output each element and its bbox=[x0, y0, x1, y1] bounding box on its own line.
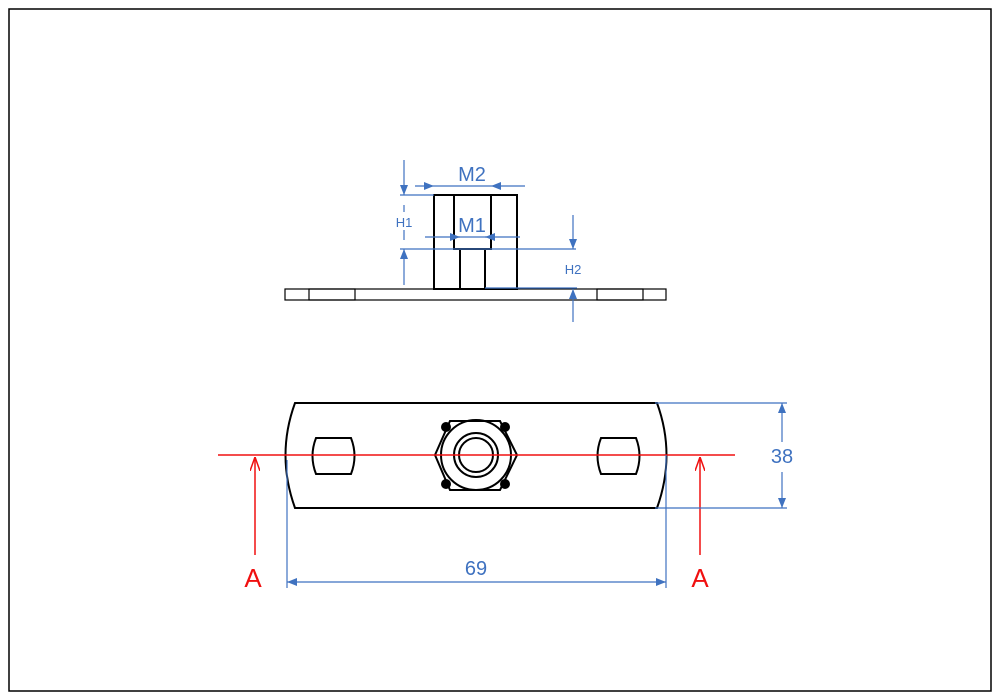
dimension-length: 69 bbox=[286, 455, 667, 588]
slot-left bbox=[311, 437, 356, 475]
label-h1: H1 bbox=[396, 215, 413, 230]
slot-right bbox=[596, 437, 641, 475]
nut-boss-section bbox=[433, 194, 518, 290]
dimension-h1: H1 bbox=[396, 160, 576, 285]
label-h2: H2 bbox=[565, 262, 582, 277]
label-length: 69 bbox=[465, 558, 487, 580]
section-view: M2 M1 H1 H2 bbox=[284, 160, 667, 322]
dimension-width: 38 bbox=[655, 402, 793, 509]
dimension-m2: M2 bbox=[415, 164, 525, 190]
dimension-h2: H2 bbox=[485, 215, 581, 322]
base-plate-section bbox=[284, 288, 667, 301]
label-width: 38 bbox=[771, 446, 793, 468]
drawing-frame bbox=[8, 8, 992, 692]
section-mark-left: A bbox=[244, 563, 262, 593]
section-line-a-a: A A bbox=[218, 454, 735, 593]
label-m1: M1 bbox=[458, 215, 486, 237]
label-m2: M2 bbox=[458, 164, 486, 186]
section-mark-right: A bbox=[691, 563, 709, 593]
plan-view: A A 69 38 bbox=[218, 402, 793, 593]
dimension-m1: M1 bbox=[425, 215, 520, 241]
